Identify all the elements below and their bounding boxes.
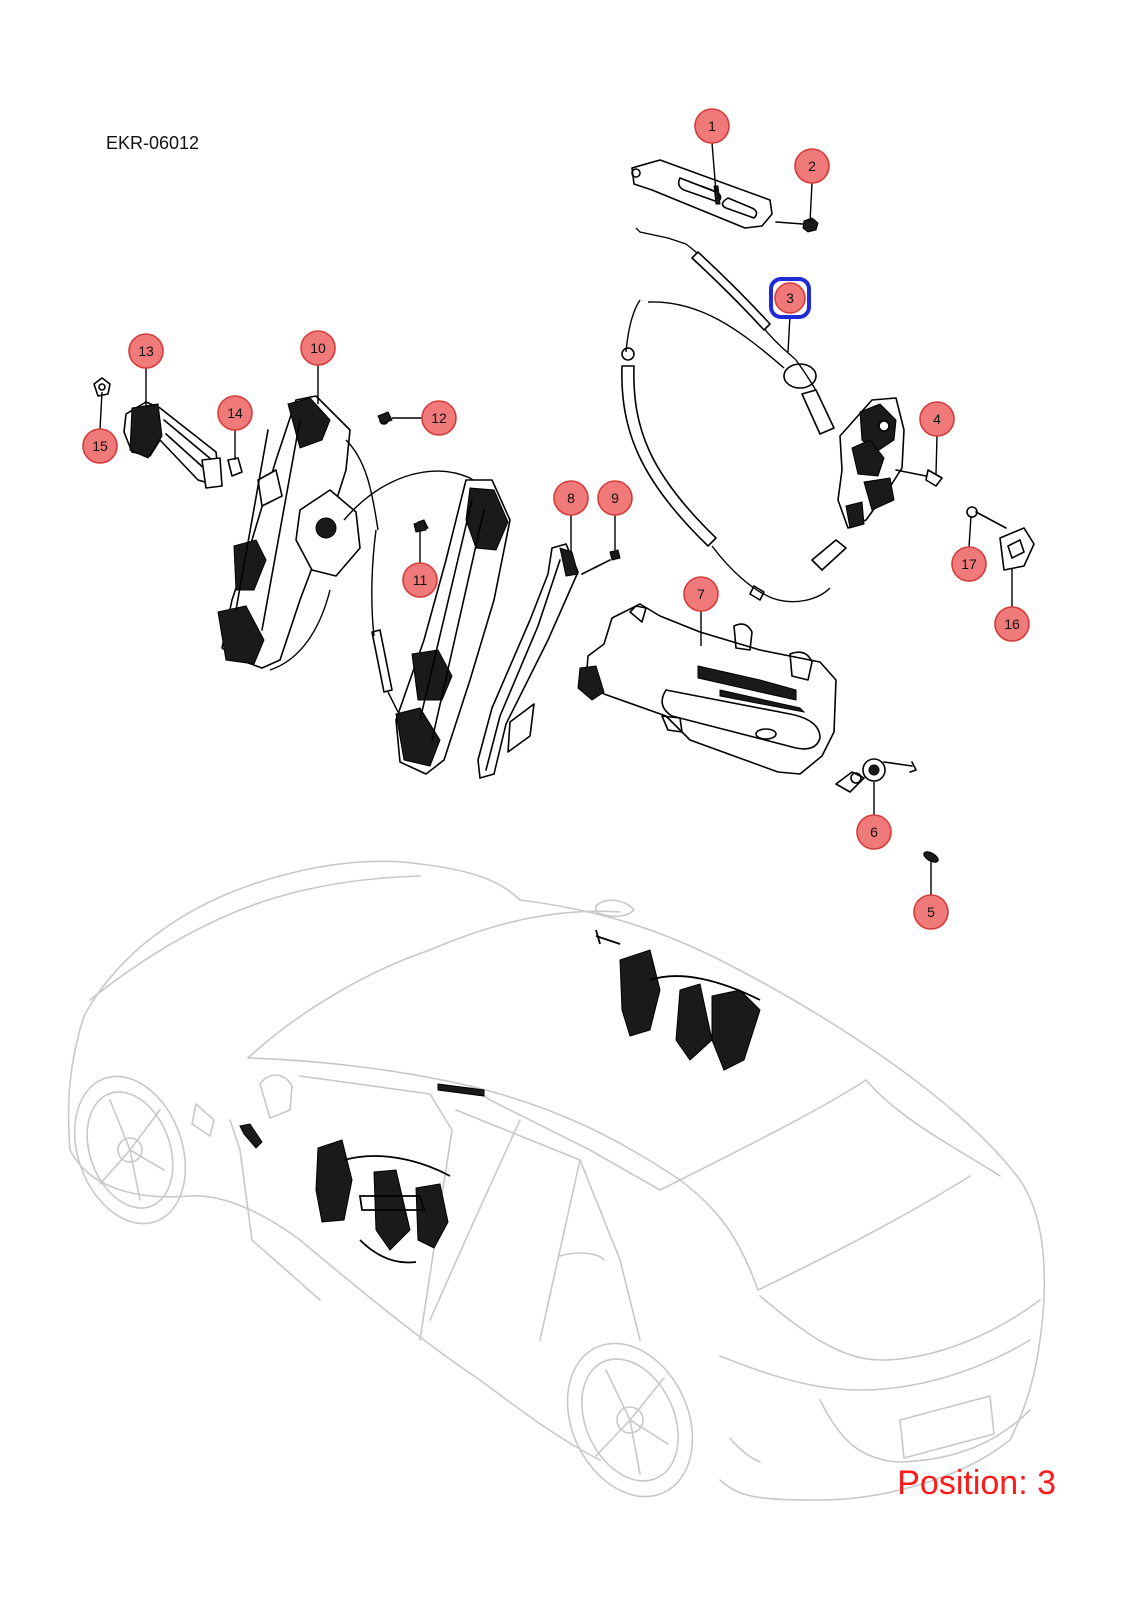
callout-1[interactable]: 1 xyxy=(694,108,730,144)
selected-callout-highlight xyxy=(769,277,811,319)
callout-circle xyxy=(128,333,164,369)
callout-circle xyxy=(402,562,438,598)
callout-number: 4 xyxy=(933,411,941,427)
part-12-clip[interactable] xyxy=(377,411,393,425)
callout-number: 10 xyxy=(310,340,326,356)
part-16-striker[interactable] xyxy=(999,527,1035,571)
callout-circle xyxy=(951,546,987,582)
callout-number: 2 xyxy=(808,158,816,174)
callout-circle xyxy=(694,108,730,144)
callout-11[interactable]: 11 xyxy=(402,562,438,598)
leader-lines xyxy=(99,142,1013,895)
callout-8[interactable]: 8 xyxy=(553,480,589,516)
callout-number: 8 xyxy=(567,490,575,506)
vehicle-outline xyxy=(67,860,1046,1501)
callout-circle xyxy=(856,814,892,850)
part-15-nut[interactable] xyxy=(93,377,111,397)
callout-15[interactable]: 15 xyxy=(82,428,118,464)
vehicle-installed-parts xyxy=(239,929,761,1264)
callout-circle xyxy=(919,401,955,437)
callout-circle xyxy=(683,576,719,612)
callout-number: 17 xyxy=(961,556,977,572)
callout-circle xyxy=(913,894,949,930)
callout-2[interactable]: 2 xyxy=(794,148,830,184)
part-2-nut[interactable] xyxy=(775,217,819,233)
part-11-clip[interactable] xyxy=(413,519,427,533)
part-14-bolt[interactable] xyxy=(227,457,243,477)
callout-circle xyxy=(794,148,830,184)
diagram-code: EKR-06012 xyxy=(106,133,199,153)
part-1-bracket[interactable] xyxy=(631,159,773,229)
callout-number: 12 xyxy=(431,410,447,426)
callout-3[interactable]: 3 xyxy=(769,277,811,319)
callout-10[interactable]: 10 xyxy=(300,330,336,366)
callout-circle xyxy=(597,480,633,516)
part-3-release-cables[interactable] xyxy=(621,227,847,603)
callout-13[interactable]: 13 xyxy=(128,333,164,369)
part-6-lock-cylinder[interactable] xyxy=(835,758,917,793)
part-13-door-check[interactable] xyxy=(123,401,223,489)
callout-number: 5 xyxy=(927,904,935,920)
callout-17[interactable]: 17 xyxy=(951,546,987,582)
callout-12[interactable]: 12 xyxy=(421,400,457,436)
callout-number: 9 xyxy=(611,490,619,506)
callout-number: 16 xyxy=(1004,616,1020,632)
callout-circle xyxy=(300,330,336,366)
part-5-plug[interactable] xyxy=(922,850,940,865)
callout-number: 11 xyxy=(413,572,428,588)
callout-circle xyxy=(553,480,589,516)
callout-number: 3 xyxy=(786,290,794,306)
callout-number: 14 xyxy=(227,405,243,421)
callout-14[interactable]: 14 xyxy=(217,395,253,431)
callout-16[interactable]: 16 xyxy=(994,606,1030,642)
position-label: Position: 3 xyxy=(897,1464,1056,1502)
callout-number: 15 xyxy=(92,438,108,454)
callout-circle xyxy=(217,395,253,431)
part-10-window-regulator[interactable] xyxy=(217,395,511,775)
part-7-door-handle[interactable] xyxy=(577,603,837,775)
callout-4[interactable]: 4 xyxy=(919,401,955,437)
part-17-screw[interactable] xyxy=(966,506,1007,529)
callout-number: 1 xyxy=(708,118,716,134)
callout-9[interactable]: 9 xyxy=(597,480,633,516)
callout-circle xyxy=(774,282,806,314)
callout-circle xyxy=(994,606,1030,642)
part-9-clip[interactable] xyxy=(581,549,621,575)
callout-5[interactable]: 5 xyxy=(913,894,949,930)
callout-number: 13 xyxy=(138,343,154,359)
callout-circle xyxy=(82,428,118,464)
callout-number: 7 xyxy=(697,586,705,602)
callout-7[interactable]: 7 xyxy=(683,576,719,612)
part-4-door-lock[interactable] xyxy=(837,397,943,529)
part-8-window-guide-rail[interactable] xyxy=(477,543,579,779)
callout-circle xyxy=(421,400,457,436)
callout-6[interactable]: 6 xyxy=(856,814,892,850)
callout-number: 6 xyxy=(870,824,878,840)
